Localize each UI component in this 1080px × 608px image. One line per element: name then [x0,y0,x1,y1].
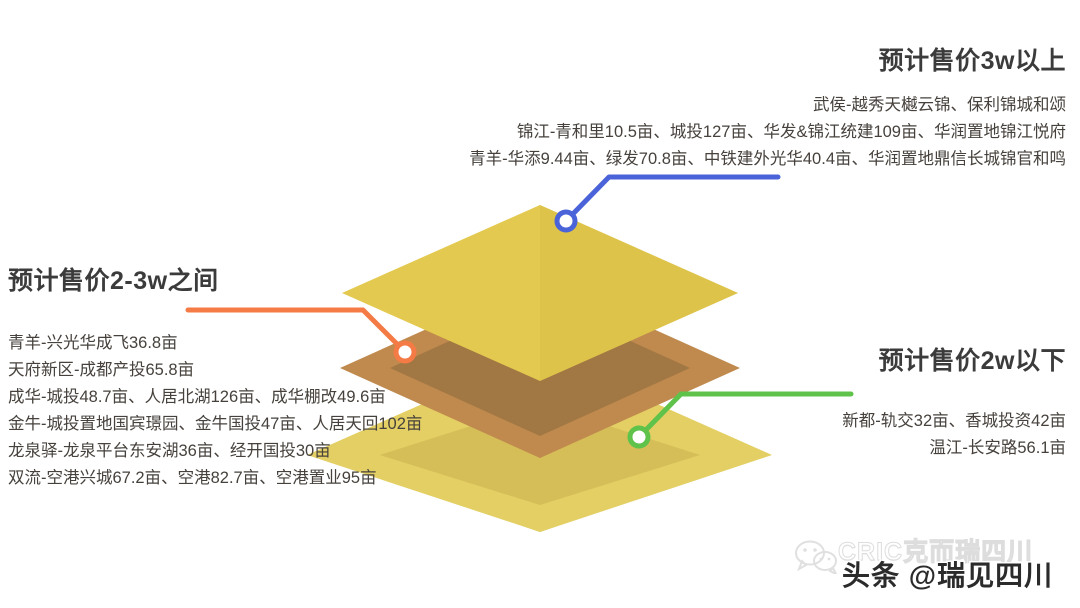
connector-mid-marker [393,340,417,364]
watermark-main-text: 头条 @瑞见四川 [842,560,1054,591]
list-item: 龙泉驿-龙泉平台东安湖36亩、经开国投30亩 [8,441,331,460]
list-item: 青羊-兴光华成飞36.8亩 [8,333,178,352]
list-item: 青羊-华添9.44亩、绿发70.8亩、中铁建外光华40.4亩、华润置地鼎信长城锦… [469,149,1066,168]
list-item: 双流-空港兴城67.2亩、空港82.7亩、空港置业95亩 [8,468,377,487]
connector-high-line [563,174,781,224]
price-tier-high-block: 预计售价3w以上 武侯-越秀天樾云锦、保利锦城和颂 锦江-青和里10.5亩、城投… [469,47,1066,173]
list-item: 温江-长安路56.1亩 [929,438,1066,457]
connector-mid [185,307,417,364]
price-tier-low-heading: 预计售价2w以下 [878,347,1066,375]
price-tier-high-heading: 预计售价3w以上 [878,47,1066,75]
connector-high [554,174,781,233]
connector-mid-line [185,307,408,355]
list-item: 成华-城投48.7亩、人居北湖126亩、成华棚改49.6亩 [8,387,386,406]
top-layer-top [342,205,738,381]
list-item: 天府新区-成都产投65.8亩 [8,360,195,379]
wechat-icon [795,540,838,574]
price-tier-low-list: 新都-轨交32亩、香城投资42亩 温江-长安路56.1亩 [842,408,1066,462]
watermark: CRIC克而瑞四川 头条 @瑞见四川 [794,528,1062,594]
connector-low-marker [627,425,651,449]
price-tier-mid-list: 青羊-兴光华成飞36.8亩 天府新区-成都产投65.8亩 成华-城投48.7亩、… [8,330,422,492]
list-item: 武侯-越秀天樾云锦、保利锦城和颂 [813,95,1066,114]
top-layer-edge-shadow [540,205,738,381]
connector-low-line [636,391,854,440]
connector-low [627,391,854,449]
price-tier-high-list: 武侯-越秀天樾云锦、保利锦城和颂 锦江-青和里10.5亩、城投127亩、华发&锦… [469,92,1066,173]
price-tier-mid-block: 预计售价2-3w之间 青羊-兴光华成飞36.8亩 天府新区-成都产投65.8亩 … [8,267,422,492]
list-item: 新都-轨交32亩、香城投资42亩 [842,411,1066,430]
connector-high-marker [554,209,578,233]
price-tier-mid-heading: 预计售价2-3w之间 [8,267,219,295]
top-layer [342,205,738,381]
list-item: 金牛-城投置地国宾璟园、金牛国投47亩、人居天回102亩 [8,414,423,433]
price-tier-low-block: 预计售价2w以下 新都-轨交32亩、香城投资42亩 温江-长安路56.1亩 [842,347,1066,462]
watermark-faint-text: CRIC克而瑞四川 [837,538,1034,567]
list-item: 锦江-青和里10.5亩、城投127亩、华发&锦江统建109亩、华润置地锦江悦府 [516,122,1066,141]
